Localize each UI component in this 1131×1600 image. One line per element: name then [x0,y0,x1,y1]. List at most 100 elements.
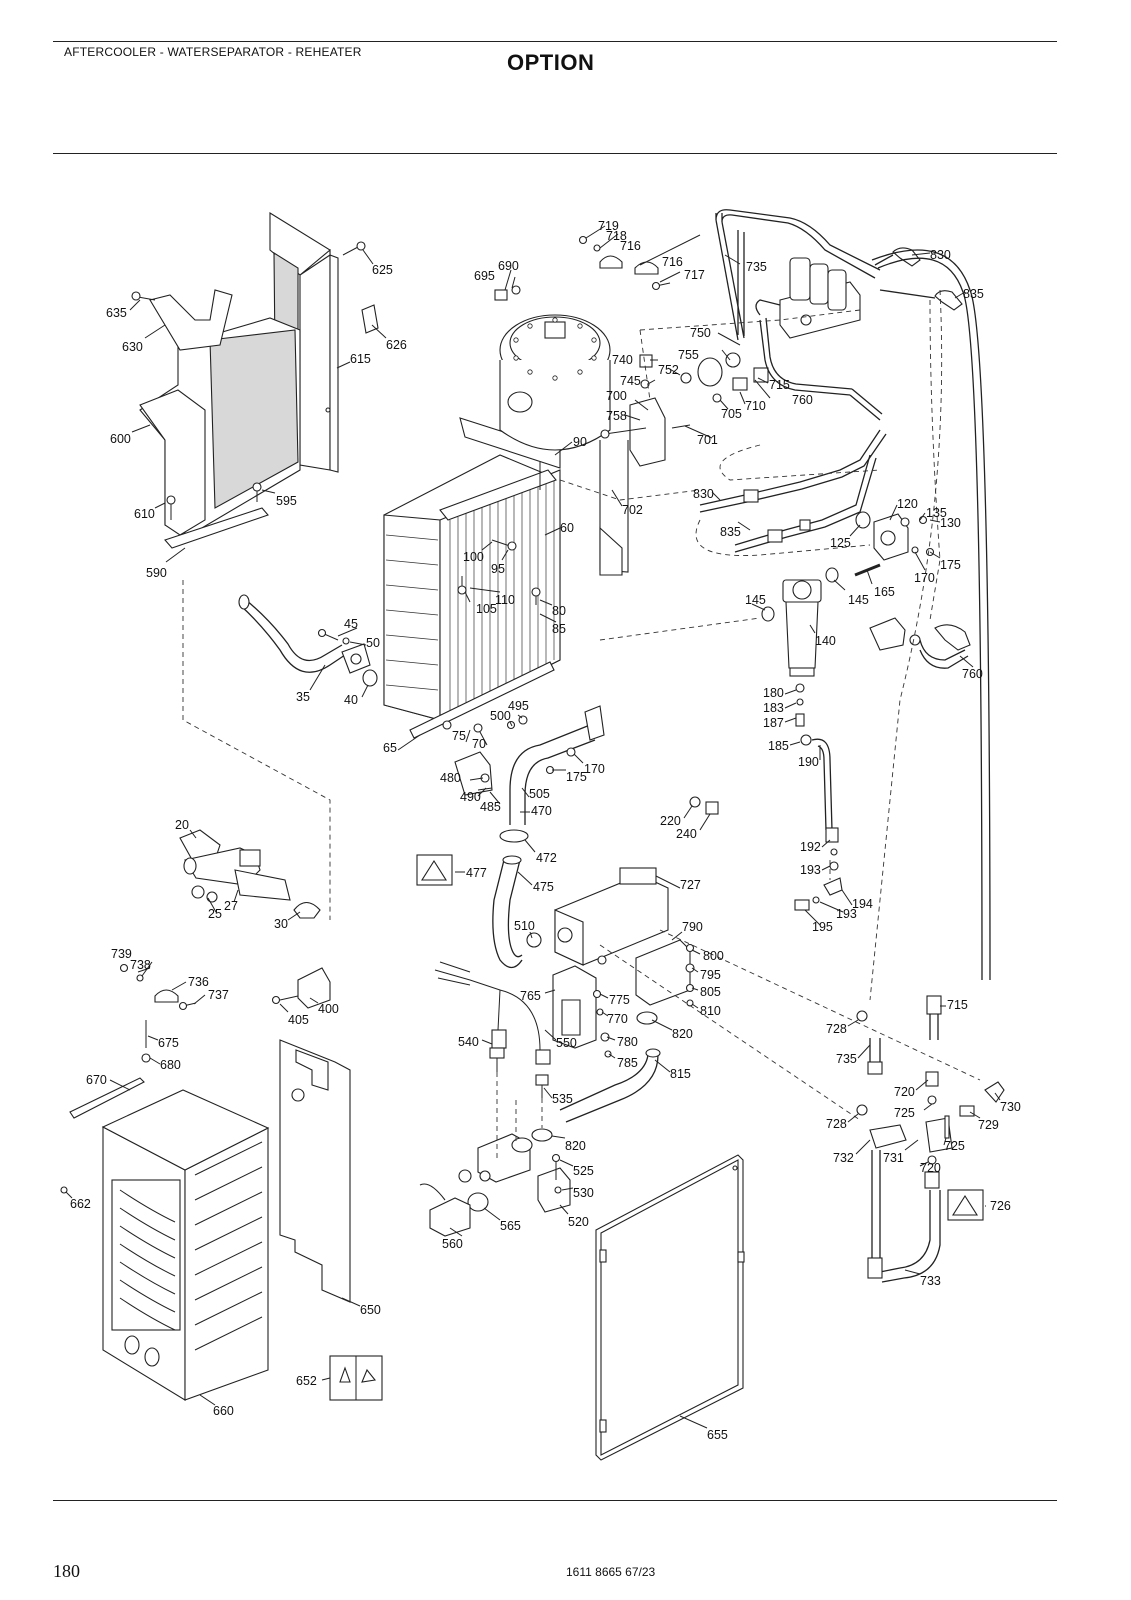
callout: 805 [700,985,721,999]
wiring-550 [434,961,551,1065]
callout: 710 [745,399,766,413]
callout: 100 [463,550,484,564]
callout-leaders [65,225,1001,1429]
callout: 820 [565,1139,586,1153]
clamp-820-top [636,1011,658,1025]
callout: 785 [617,1056,638,1070]
plug-690-695 [494,285,521,301]
callout: 193 [836,907,857,921]
callout: 95 [491,562,505,576]
footer-rule [53,1500,1057,1501]
callout: 65 [383,741,397,755]
callout: 675 [158,1036,179,1050]
callout: 40 [344,693,358,707]
water-separator-vessel [499,314,629,576]
callout: 477 [466,866,487,880]
callout: 729 [978,1118,999,1132]
callout: 695 [474,269,495,283]
bracket-790 [635,939,691,1006]
callout: 760 [792,393,813,407]
callout: 770 [607,1012,628,1026]
callout: 175 [940,558,961,572]
fittings-740-755 [639,352,769,403]
callout: 662 [70,1197,91,1211]
callout: 738 [130,958,151,972]
callout: 790 [682,920,703,934]
callout: 193 [800,863,821,877]
callout: 720 [920,1161,941,1175]
assembly-guide-lines [182,289,981,1160]
clamp-parts-736-739 [119,963,197,1011]
callout: 728 [826,1117,847,1131]
bracket-626 [361,304,379,334]
callout: 736 [188,975,209,989]
callout: 30 [274,917,288,931]
callout: 27 [224,899,238,913]
callout: 630 [122,340,143,354]
callout: 220 [660,814,681,828]
callout: 760 [962,667,983,681]
callout: 726 [990,1199,1011,1213]
reheater-727 [554,867,669,966]
rivet-662 [60,1186,68,1194]
o-ring-145b [825,567,839,583]
callout: 731 [883,1151,904,1165]
valve-block-700 [600,397,691,467]
warning-symbol-477 [416,854,453,886]
pipe-assembly-830-835 [699,429,887,553]
tube-735-730 [715,209,883,421]
warning-symbol-726 [947,1189,984,1221]
callout: 180 [763,686,784,700]
callout: 740 [612,353,633,367]
callout: 735 [746,260,767,274]
rivet-675-680 [141,1020,151,1063]
callout: 735 [836,1052,857,1066]
drain-fittings-180-195 [794,683,843,911]
callout: 600 [110,432,131,446]
mount-120 [855,511,935,561]
callout: 702 [622,503,643,517]
drain-valve-assembly-520 [419,1133,571,1237]
label-652 [329,1355,383,1401]
strip-670 [69,1077,145,1119]
callout: 145 [745,593,766,607]
callout: 185 [768,739,789,753]
callout: 700 [606,389,627,403]
callout: 670 [86,1073,107,1087]
callout: 50 [366,636,380,650]
option-heading: OPTION [507,50,595,75]
callout: 701 [697,433,718,447]
callout: 535 [552,1092,573,1106]
section-title: AFTERCOOLER - WATERSEPARATOR - REHEATER [64,45,362,59]
callout: 626 [386,338,407,352]
callout: 745 [620,374,641,388]
callout: 520 [568,1215,589,1229]
callout: 725 [944,1139,965,1153]
callout: 830 [693,487,714,501]
callout: 550 [556,1036,577,1050]
callout: 590 [146,566,167,580]
hose-475 [492,855,542,969]
outlet-elbow-470 [442,705,605,825]
callout: 717 [684,268,705,282]
document-code: 1611 8665 67/23 [566,1565,656,1579]
callout: 610 [134,507,155,521]
hose-815 [559,1048,661,1123]
callout: 750 [690,326,711,340]
callout: 183 [763,701,784,715]
callout: 485 [480,800,501,814]
callout: 165 [874,585,895,599]
callout: 705 [721,407,742,421]
callout: 170 [914,571,935,585]
clamps-716-719 [578,235,671,291]
callout: 187 [763,716,784,730]
callout: 715 [947,998,968,1012]
callout: 140 [815,634,836,648]
side-panel-660 [101,1089,270,1401]
callout: 530 [573,1186,594,1200]
callout: 505 [529,787,550,801]
callout: 25 [208,907,222,921]
callout: 650 [360,1303,381,1317]
connector-20 [179,829,321,919]
